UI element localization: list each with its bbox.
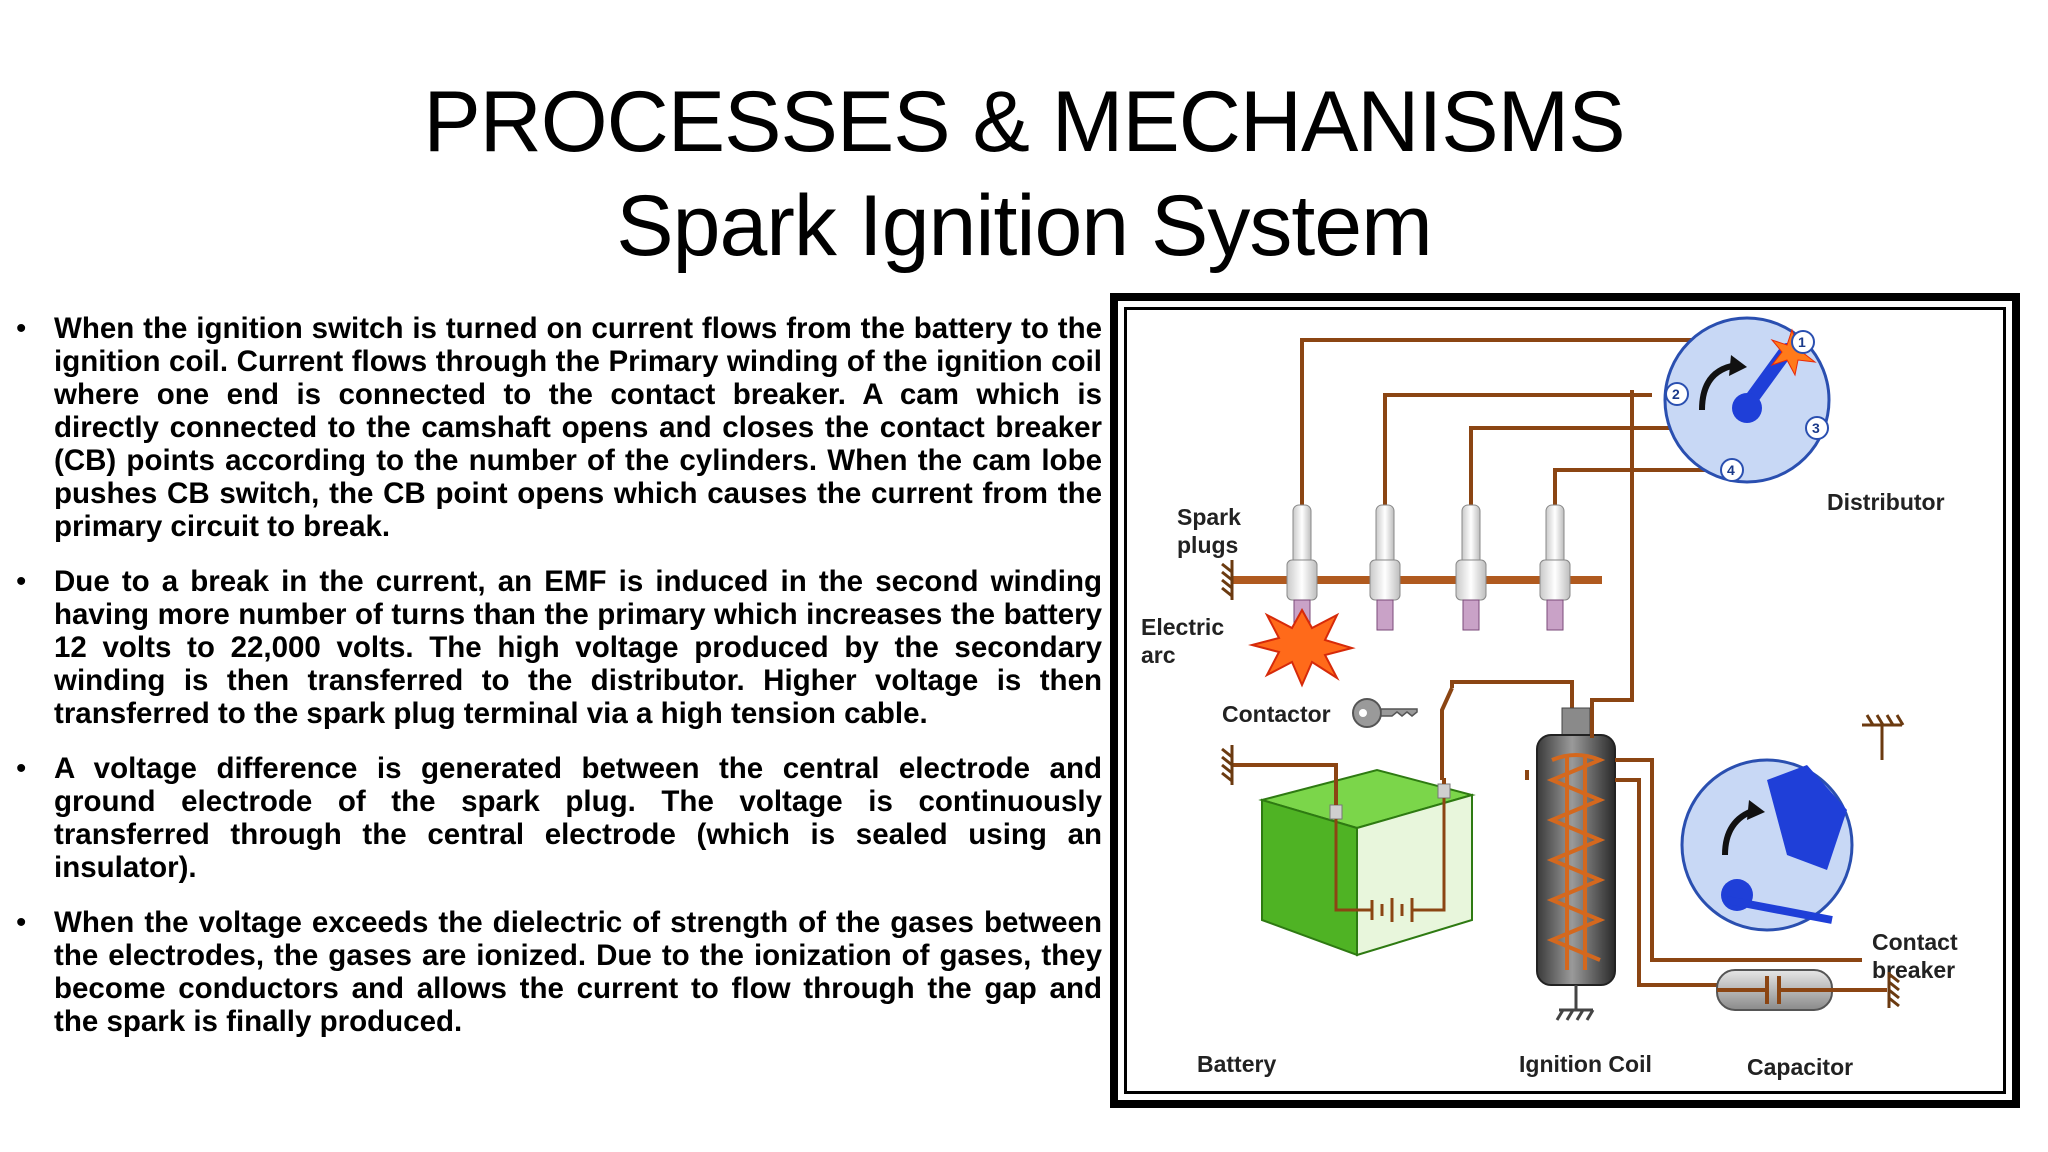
terminal-number-2: 2 (1672, 386, 1680, 402)
ignition-coil: Ignition Coil (1519, 707, 1652, 1077)
electric-arc-label-line-1: Electric (1141, 614, 1224, 640)
spark-plug-2 (1369, 504, 1401, 631)
bullet-text: When the ignition switch is turned on cu… (54, 312, 1102, 543)
ignition-coil-label: Ignition Coil (1519, 1051, 1652, 1077)
bullet-marker: • (16, 906, 27, 939)
coil-winding-icon (1546, 753, 1606, 970)
bullet-list: • When the ignition switch is turned on … (12, 312, 1102, 1060)
distributor: 1 2 3 4 Distributor (1663, 316, 1945, 515)
capacitor: Capacitor (1716, 969, 1900, 1080)
bullet-item-2: • Due to a break in the current, an EMF … (12, 565, 1102, 730)
contact-breaker-label-line-2: breaker (1872, 957, 1955, 983)
plug-ground-rail (1232, 576, 1602, 584)
title-line-1: PROCESSES & MECHANISMS (423, 74, 1625, 170)
battery-terminal-neg (1329, 804, 1343, 820)
coil-top-terminal (1561, 707, 1591, 739)
battery: Battery (1197, 768, 1476, 1077)
contact-breaker: Contact breaker (1680, 758, 1958, 983)
terminal-2: 2 (1665, 382, 1689, 406)
bullet-marker: • (16, 565, 27, 598)
spark-plugs-label-line-2: plugs (1177, 532, 1238, 558)
capacitor-symbol-icon (1717, 976, 1887, 1004)
terminal-number-1: 1 (1798, 334, 1806, 350)
distributor-hub (1732, 393, 1762, 423)
ground-symbol-plugs (1221, 560, 1234, 600)
contactor-label: Contactor (1222, 701, 1331, 727)
coil-primary-wires (1590, 708, 1862, 987)
ht-wire-1 (1300, 338, 1719, 510)
battery-wires (1232, 763, 1446, 805)
ground-symbol-coil (1555, 985, 1595, 1021)
ignition-diagram-frame: 1 2 3 4 Distributor (1110, 293, 2020, 1108)
arrow-head-icon (1729, 355, 1747, 376)
coil-to-distributor-wire (1590, 390, 1634, 760)
terminal-3: 3 (1805, 416, 1829, 440)
cam-arrow-head-icon (1747, 800, 1765, 820)
battery-cells-icon (1334, 798, 1446, 922)
spark-plugs-label-line-1: Spark (1177, 504, 1241, 530)
title-line-2: Spark Ignition System (616, 178, 1432, 274)
electric-arc-label-line-2: arc (1141, 642, 1176, 668)
spark-plug-4 (1539, 504, 1571, 631)
bullet-marker: • (16, 312, 27, 345)
terminal-number-3: 3 (1812, 420, 1820, 436)
battery-front (1261, 798, 1358, 957)
battery-terminal-pos (1437, 783, 1451, 799)
bullet-text: Due to a break in the current, an EMF is… (54, 565, 1102, 730)
ground-symbol-breaker (1862, 714, 1905, 760)
ht-wire-3 (1469, 426, 1757, 510)
contactor-key-icon (1352, 698, 1418, 728)
contact-breaker-label-line-1: Contact (1872, 929, 1958, 955)
ignition-diagram-svg: 1 2 3 4 Distributor (1141, 316, 1958, 1080)
electric-arc-icon (1248, 607, 1356, 688)
ground-symbol-capacitor (1887, 972, 1900, 1008)
bullet-marker: • (16, 752, 27, 785)
bullet-item-3: • A voltage difference is generated betw… (12, 752, 1102, 884)
ground-symbol-battery (1221, 745, 1234, 785)
bullet-item-4: • When the voltage exceeds the dielectri… (12, 906, 1102, 1038)
battery-label: Battery (1197, 1051, 1276, 1077)
slide-title: PROCESSES & MECHANISMS Spark Ignition Sy… (0, 70, 2048, 278)
terminal-number-4: 4 (1727, 462, 1735, 478)
contact-breaker-arm (1726, 896, 1833, 924)
bullet-text: When the voltage exceeds the dielectric … (54, 906, 1102, 1038)
ignition-diagram: 1 2 3 4 Distributor (1124, 307, 2006, 1094)
bullet-text: A voltage difference is generated betwee… (54, 752, 1102, 884)
ht-wire-4 (1553, 468, 1709, 510)
capacitor-label: Capacitor (1747, 1054, 1853, 1080)
terminal-4: 4 (1720, 458, 1744, 482)
contact-breaker-cam (1767, 765, 1847, 870)
ht-wire-2 (1383, 393, 1652, 510)
distributor-label: Distributor (1827, 489, 1945, 515)
bullet-item-1: • When the ignition switch is turned on … (12, 312, 1102, 543)
spark-plug-3 (1455, 504, 1487, 631)
terminal-1: 1 (1791, 330, 1815, 354)
